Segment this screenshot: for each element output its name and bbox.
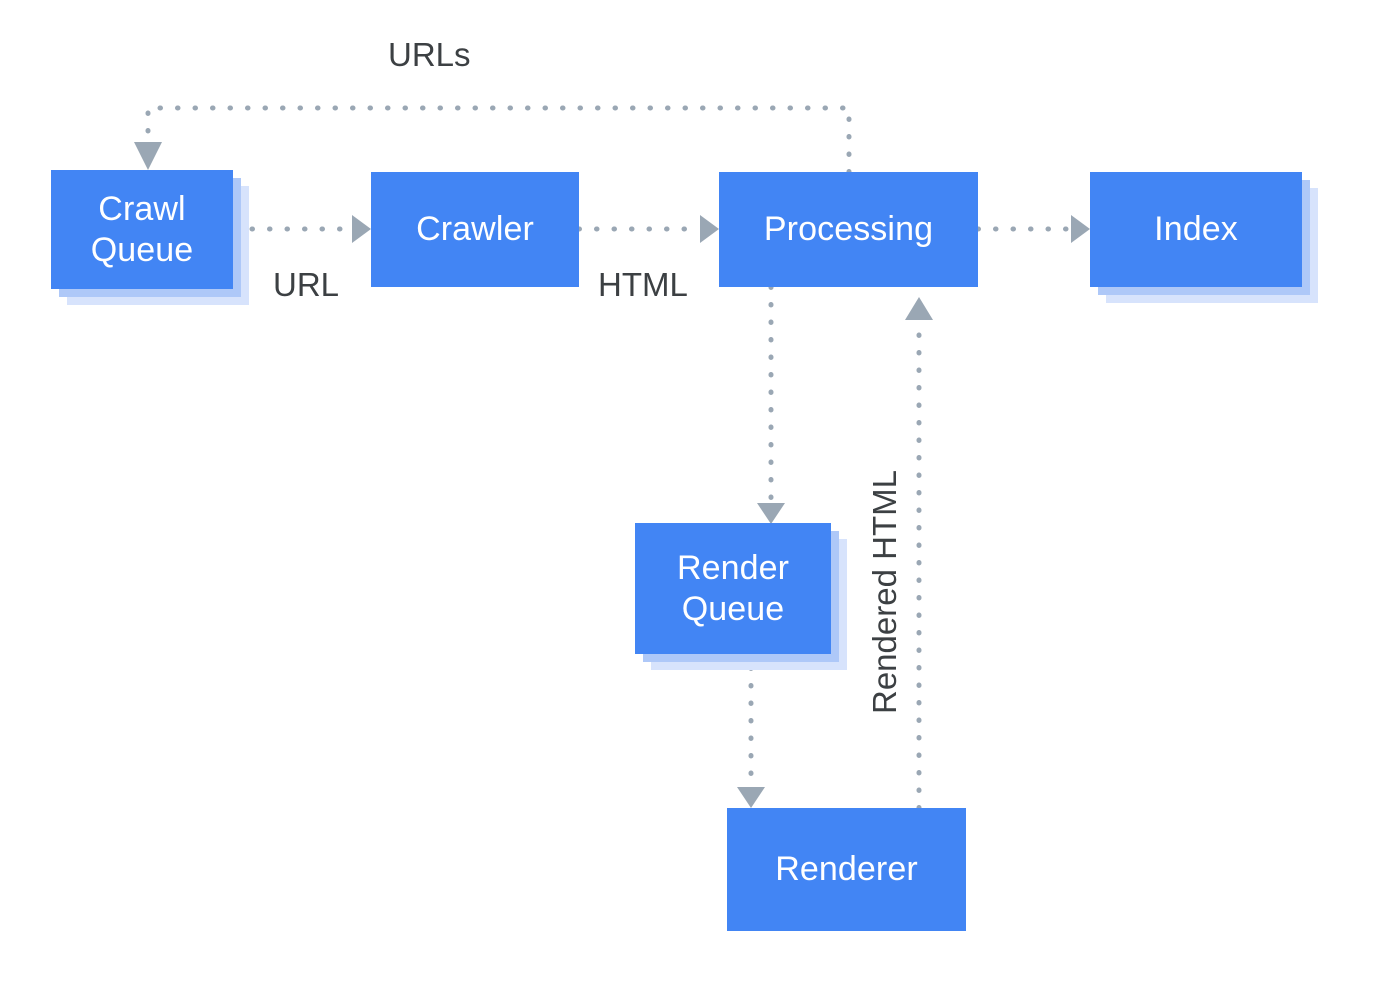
edge-label-url: URL <box>273 266 340 303</box>
edge-renderer-to-processing <box>905 297 933 811</box>
node-label: Renderer <box>775 850 918 889</box>
edge-label-urls: URLs <box>388 36 471 73</box>
node-index[interactable]: Index <box>1090 172 1318 303</box>
node-label: Render Queue <box>676 549 790 628</box>
node-face: Crawl Queue <box>51 170 233 289</box>
node-face: Renderer <box>727 808 966 931</box>
node-face: Processing <box>719 172 978 287</box>
edge-crawl-queue-to-crawler <box>249 215 371 243</box>
node-label: Crawler <box>416 210 534 249</box>
node-face: Crawler <box>371 172 579 287</box>
edge-processing-to-index <box>975 215 1090 243</box>
edge-label-html: HTML <box>598 266 688 303</box>
node-crawl-queue[interactable]: Crawl Queue <box>51 170 249 305</box>
node-crawler[interactable]: Crawler <box>371 172 579 287</box>
node-label: Crawl Queue <box>90 190 194 269</box>
edge-processing-to-render-queue <box>757 284 785 524</box>
edge-label-rendered-html: Rendered HTML <box>866 470 903 714</box>
node-face: Index <box>1090 172 1302 287</box>
node-label: Index <box>1154 210 1238 249</box>
node-processing[interactable]: Processing <box>719 172 978 287</box>
node-label: Processing <box>763 210 934 249</box>
node-renderer[interactable]: Renderer <box>727 808 966 931</box>
edge-processing-to-crawl-queue <box>134 105 852 175</box>
node-face: Render Queue <box>635 523 831 654</box>
edge-crawler-to-processing <box>576 215 719 243</box>
node-render-queue[interactable]: Render Queue <box>635 523 847 670</box>
edge-render-queue-to-renderer <box>737 665 765 808</box>
